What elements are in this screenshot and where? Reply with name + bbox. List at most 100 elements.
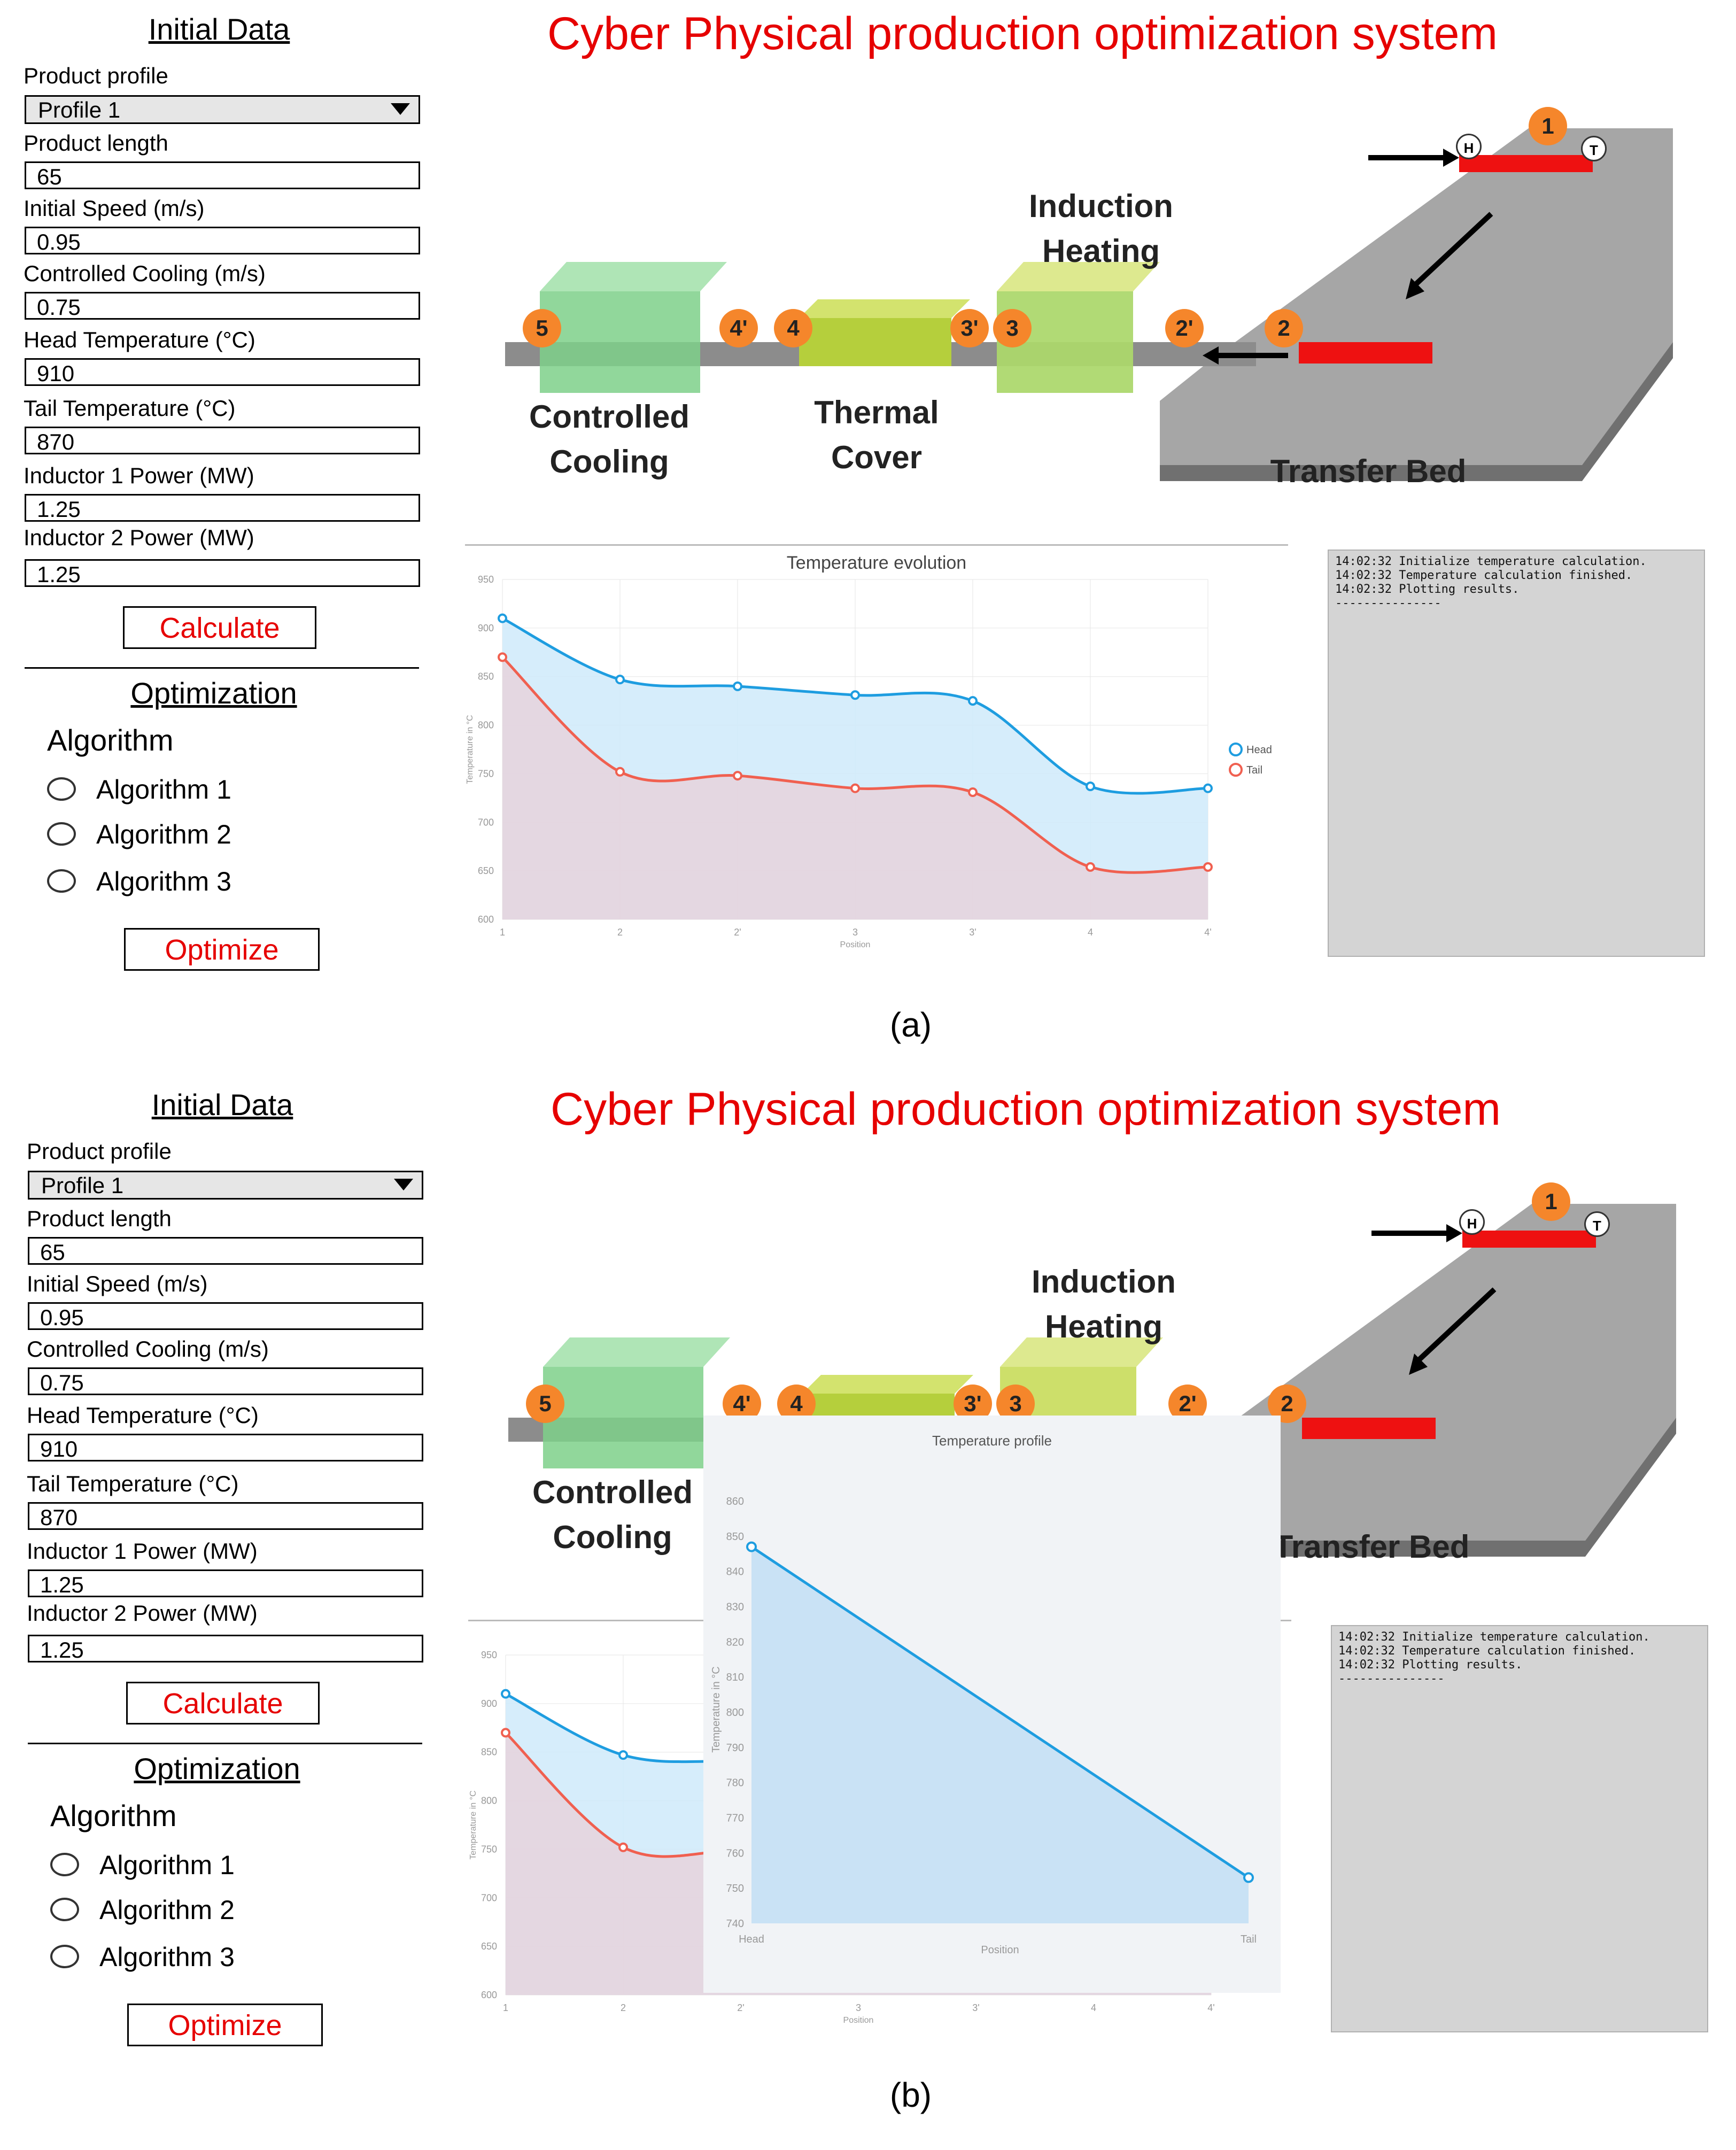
log-line: 14:02:32 Initialize temperature calculat… (1338, 1630, 1650, 1644)
x-tick-label: 4 (1091, 2002, 1096, 2013)
algorithm-1-label[interactable]: Algorithm 1 (99, 1850, 235, 1880)
data-point (968, 787, 978, 797)
cover-label: Cover (831, 439, 923, 475)
product-profile-select[interactable]: Profile 1 (25, 95, 420, 124)
y-tick-label: 600 (478, 914, 494, 925)
y-tick-label: 750 (478, 768, 494, 779)
data-point (618, 1750, 628, 1760)
algorithm-2-radio[interactable] (47, 822, 76, 846)
log-line: --------------- (1335, 597, 1442, 610)
product-bar (1299, 342, 1432, 364)
log-line: 14:02:32 Plotting results. (1338, 1658, 1523, 1672)
product-length-label: Product length (24, 130, 168, 156)
y-tick-label: 860 (726, 1496, 744, 1507)
algorithm-3-label[interactable]: Algorithm 3 (96, 867, 231, 896)
log-panel: 14:02:32 Initialize temperature calculat… (1328, 550, 1705, 957)
product-profile-label: Product profile (27, 1139, 172, 1164)
log-line: 14:02:32 Initialize temperature calculat… (1335, 555, 1647, 568)
head-temp-field[interactable]: 910 (25, 358, 420, 386)
y-tick-label: 850 (726, 1531, 744, 1543)
algorithm-1-radio[interactable] (50, 1853, 79, 1876)
initial-speed-field[interactable]: 0.95 (28, 1302, 423, 1330)
head-temp-field[interactable]: 910 (28, 1434, 423, 1461)
inductor2-label: Inductor 2 Power (MW) (27, 1600, 258, 1626)
algorithm-3-radio[interactable] (50, 1945, 79, 1968)
induction-label: Induction (1032, 1264, 1176, 1300)
y-tick-label: 650 (478, 865, 494, 876)
inductor1-field[interactable]: 1.25 (25, 494, 420, 522)
initial-speed-label: Initial Speed (m/s) (24, 196, 205, 221)
position-4-badge: 4 (774, 309, 812, 347)
x-tick-label: Tail (1241, 1934, 1257, 1945)
data-point (968, 696, 978, 706)
product-profile-select[interactable]: Profile 1 (28, 1171, 423, 1200)
tail-temp-label: Tail Temperature (°C) (24, 396, 236, 421)
app-title: Cyber Physical production optimization s… (547, 8, 1498, 59)
product-profile-value: Profile 1 (38, 97, 121, 122)
x-tick-label: 3' (972, 2002, 979, 2013)
controlled-cooling-label: Controlled Cooling (m/s) (27, 1336, 269, 1362)
controlled-cooling-field[interactable]: 0.75 (28, 1367, 423, 1395)
y-tick-label: 700 (481, 1892, 497, 1903)
temperature-profile-popup[interactable]: Temperature profile740750760770780790800… (703, 1416, 1281, 1993)
position-2p-badge: 2' (1165, 309, 1204, 347)
head-marker: H (1456, 134, 1482, 159)
algorithm-3-radio[interactable] (47, 869, 76, 893)
x-tick-label: 4 (1088, 927, 1093, 938)
cooling-label: Cooling (549, 444, 669, 480)
inductor1-label: Inductor 1 Power (MW) (24, 463, 254, 488)
controlled-cooling-field[interactable]: 0.75 (25, 292, 420, 320)
x-axis-label: Position (843, 2016, 874, 2025)
x-axis-label: Position (981, 1944, 1019, 1956)
induction-heating-label: Induction Heating (1007, 184, 1195, 274)
y-tick-label: 840 (726, 1566, 744, 1578)
data-point (733, 771, 742, 781)
inductor2-field[interactable]: 1.25 (28, 1635, 423, 1662)
product-profile-value: Profile 1 (41, 1173, 124, 1198)
heating-label: Heating (1044, 1309, 1163, 1344)
chart-title: Temperature profile (932, 1433, 1052, 1449)
optimize-button[interactable]: Optimize (124, 928, 320, 971)
calculate-button[interactable]: Calculate (123, 606, 316, 649)
chevron-down-icon[interactable] (394, 1179, 413, 1190)
algorithm-1-radio[interactable] (47, 777, 76, 801)
product-length-field[interactable]: 65 (25, 161, 420, 189)
data-point (615, 767, 625, 777)
y-axis-label: Temperature in °C (469, 1790, 478, 1859)
controlled-label: Controlled (529, 399, 689, 435)
algorithm-2-radio[interactable] (50, 1898, 79, 1921)
product-length-field[interactable]: 65 (28, 1237, 423, 1265)
induction-label: Induction (1029, 188, 1173, 224)
calculate-button[interactable]: Calculate (126, 1682, 320, 1724)
data-point (1203, 862, 1213, 872)
position-5-badge: 5 (526, 1385, 564, 1423)
initial-speed-field[interactable]: 0.95 (25, 227, 420, 254)
inductor2-field[interactable]: 1.25 (25, 559, 420, 587)
x-tick-label: 1 (500, 927, 505, 938)
algorithm-title: Algorithm (50, 1799, 177, 1832)
log-line: 14:02:32 Temperature calculation finishe… (1335, 569, 1633, 582)
caption-a: (a) (889, 1006, 932, 1044)
position-3-badge: 3 (993, 309, 1032, 347)
optimize-button[interactable]: Optimize (127, 2004, 323, 2046)
app-title: Cyber Physical production optimization s… (551, 1084, 1501, 1135)
temperature-evolution-chart: Temperature evolution6006507007508008509… (466, 553, 1272, 949)
data-point (1203, 783, 1213, 793)
algorithm-3-label[interactable]: Algorithm 3 (99, 1942, 235, 1972)
inductor1-field[interactable]: 1.25 (28, 1569, 423, 1597)
tail-temp-field[interactable]: 870 (28, 1502, 423, 1530)
data-point (501, 1728, 510, 1738)
transfer-bed-label: Transfer Bed (1273, 1529, 1470, 1565)
chevron-down-icon[interactable] (391, 103, 410, 115)
algorithm-1-label[interactable]: Algorithm 1 (96, 775, 231, 805)
algorithm-2-label[interactable]: Algorithm 2 (99, 1895, 235, 1925)
algorithm-2-label[interactable]: Algorithm 2 (96, 819, 231, 849)
thermal-cover (799, 318, 951, 366)
log-line: --------------- (1338, 1672, 1445, 1685)
y-tick-label: 800 (726, 1707, 744, 1719)
data-point (498, 613, 507, 623)
data-point (850, 690, 860, 700)
tail-temp-field[interactable]: 870 (25, 427, 420, 454)
cooling-unit (540, 291, 700, 393)
head-temp-label: Head Temperature (°C) (24, 327, 255, 352)
